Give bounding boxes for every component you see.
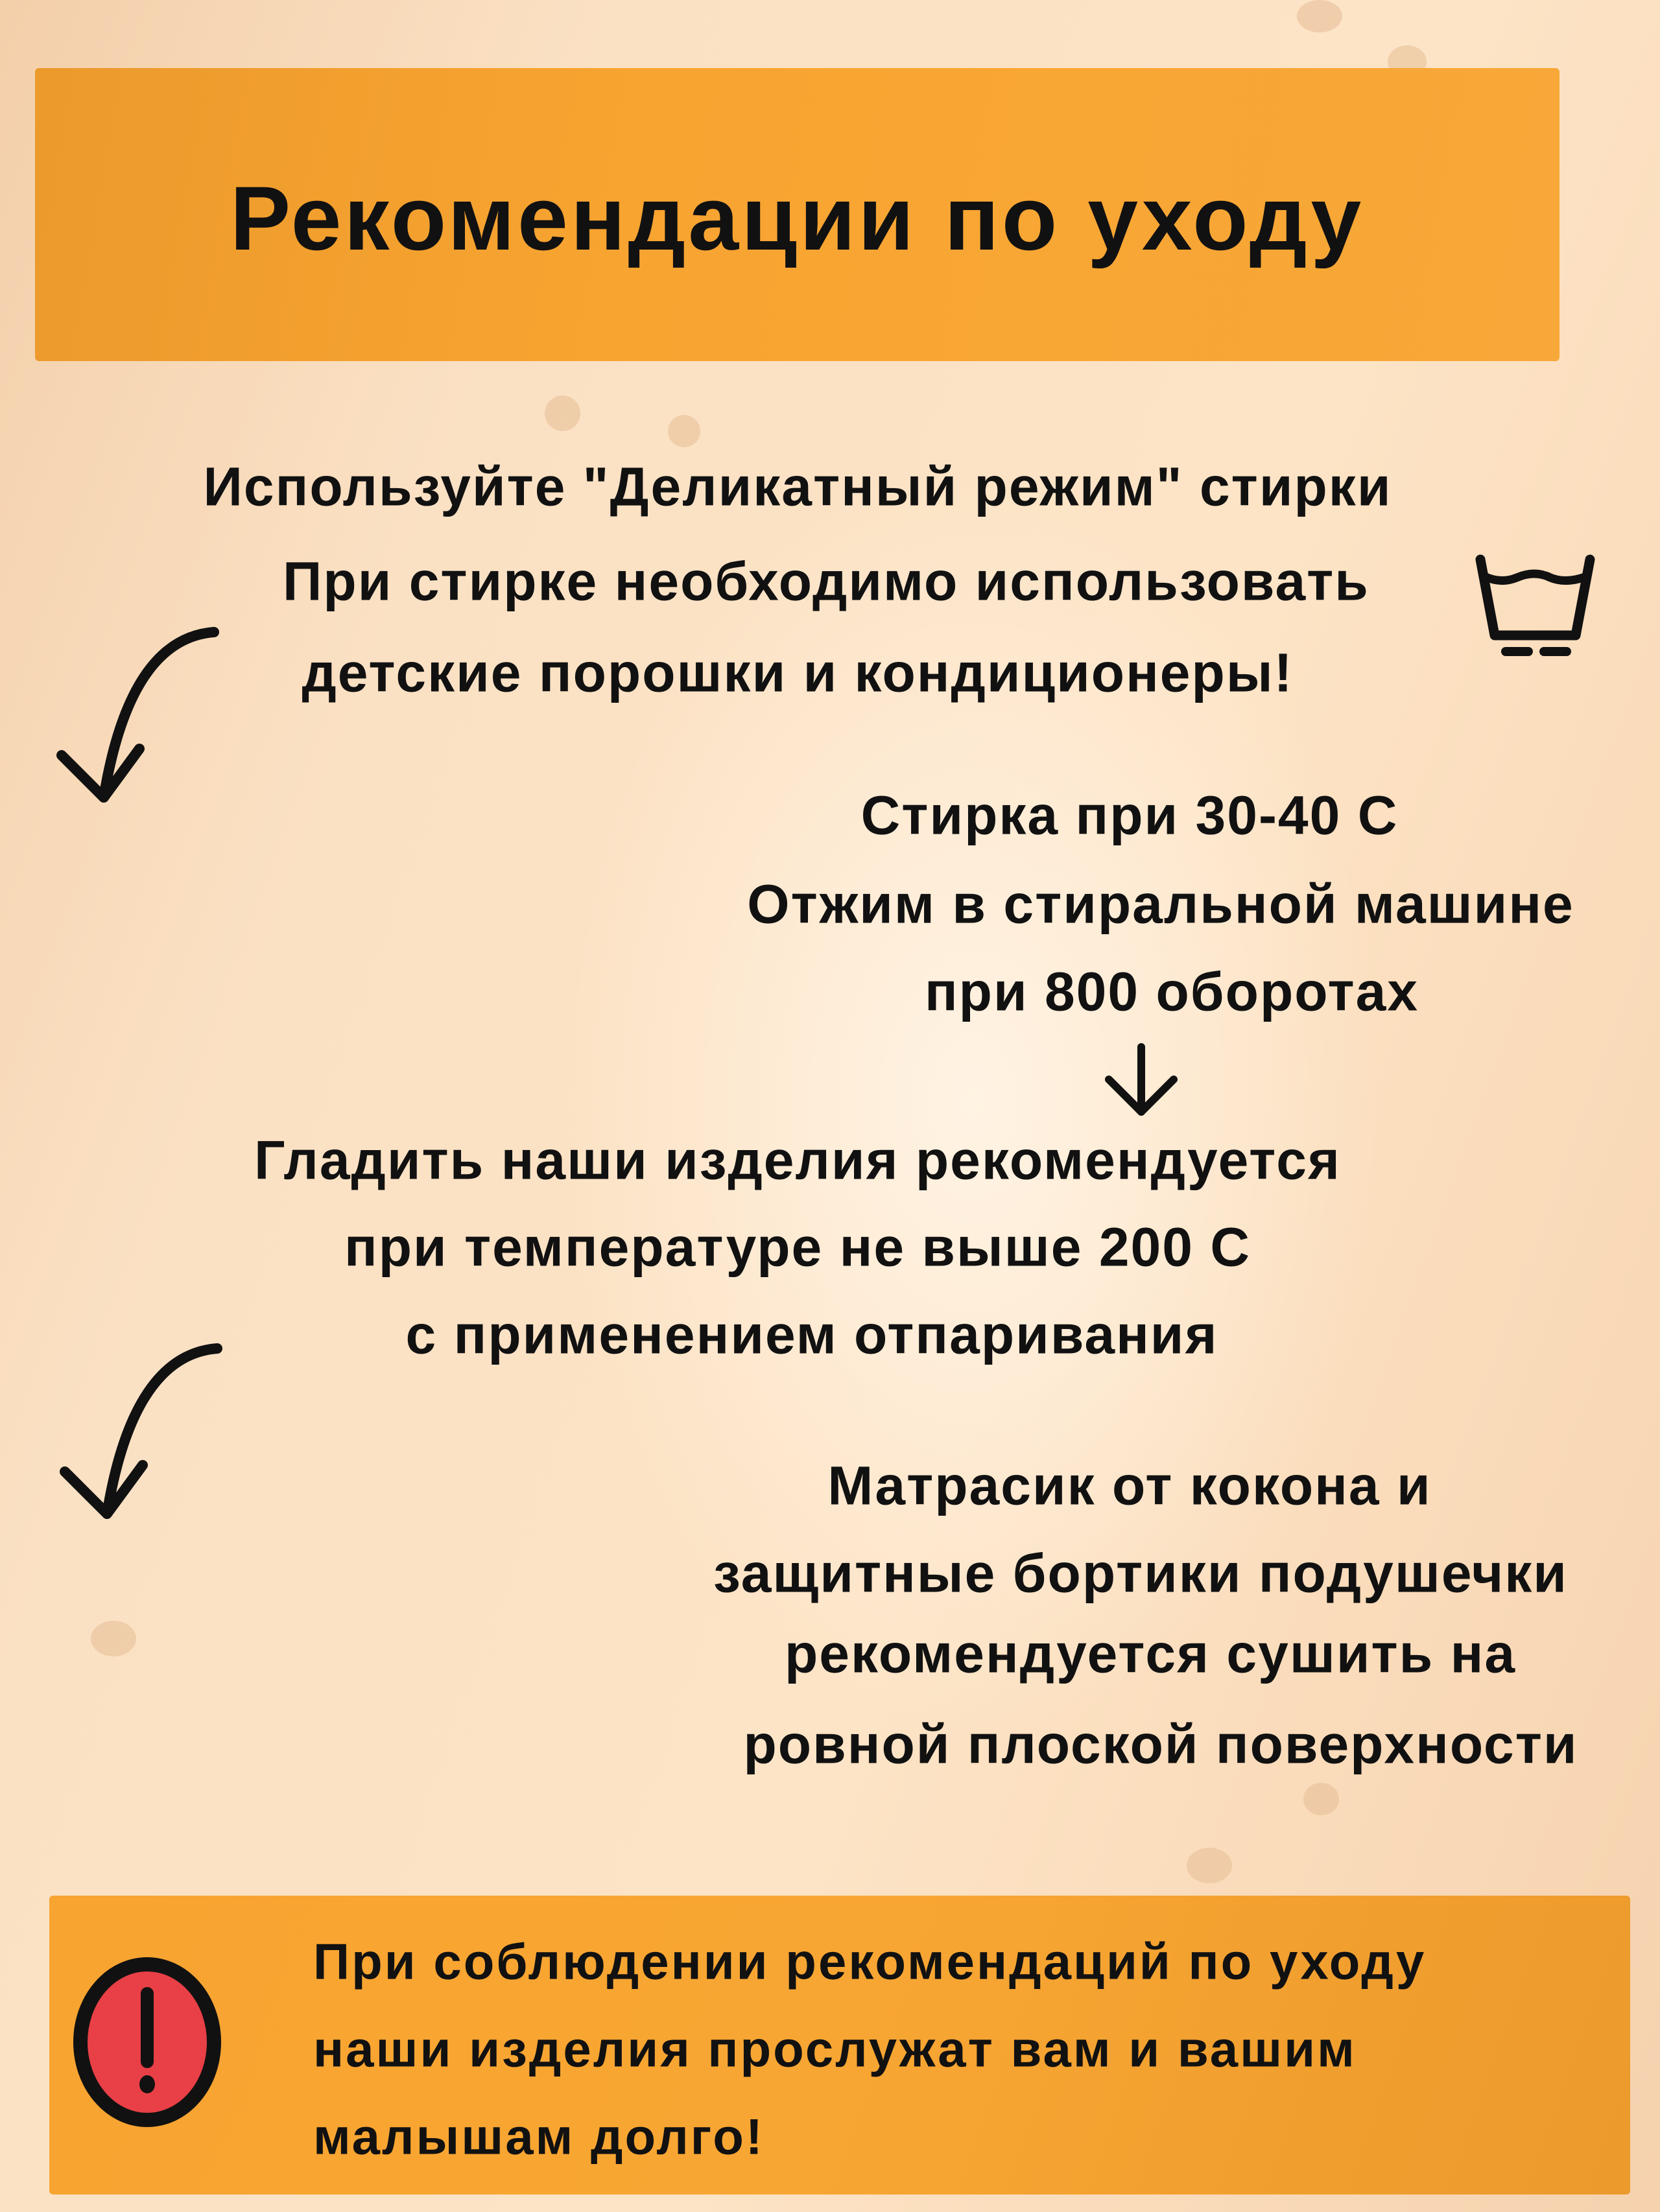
dry-line-3: рекомендуется сушить на [784,1623,1517,1684]
decor-dot [1297,0,1342,32]
wash-line-2: При стирке необходимо использовать [283,550,1370,612]
dry-line-4: ровной плоской поверхности [743,1713,1578,1775]
decor-dot [668,415,700,447]
page-title: Рекомендации по уходу [230,167,1364,269]
curved-arrow-icon [60,1343,222,1519]
dry-line-1: Матрасик от кокона и [827,1455,1432,1516]
decor-dot [91,1621,136,1656]
delicate-wash-icon [1475,554,1595,656]
decor-dot [1303,1783,1339,1815]
title-banner: Рекомендации по уходу [35,68,1559,361]
notice-line-2: наши изделия прослужат вам и вашим [313,2020,1357,2078]
notice-line-1: При соблюдении рекомендаций по уходу [313,1933,1427,1990]
iron-line-2: при температуре не выше 200 С [344,1216,1251,1278]
wash-line-1: Используйте "Деликатный режим" стирки [203,456,1392,517]
temp-line-2: Отжим в стиральной машине [747,873,1574,935]
dry-line-2: защитные бортики подушечки [713,1542,1568,1604]
wash-line-3: детские порошки и кондиционеры! [302,642,1294,703]
decor-dot [545,395,580,431]
curved-arrow-icon [56,627,219,803]
decor-dot [1187,1848,1232,1883]
iron-line-1: Гладить наши изделия рекомендуется [254,1129,1341,1191]
temp-line-1: Стирка при 30-40 С [860,784,1399,846]
temp-line-3: при 800 оборотах [924,961,1419,1022]
exclamation-icon [73,1957,221,2127]
down-arrow-icon [1105,1043,1178,1116]
iron-line-3: с применением отпаривания [405,1304,1218,1365]
notice-banner [49,1896,1630,2194]
notice-line-3: малышам долго! [313,2108,765,2165]
